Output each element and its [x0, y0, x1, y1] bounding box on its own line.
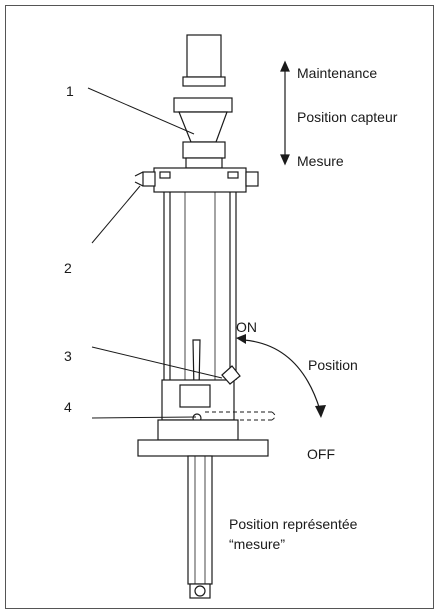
leader-2	[91, 185, 141, 244]
label-position-capteur: Position capteur	[297, 109, 398, 125]
callout-3: 3	[64, 348, 72, 364]
leader-1	[87, 87, 195, 135]
valve-assembly	[157, 339, 241, 441]
leader-3	[91, 346, 223, 379]
label-mesure: Mesure	[297, 153, 344, 169]
off-arrowhead-icon	[315, 405, 326, 418]
guide-tubes	[163, 192, 237, 380]
top-plate	[134, 167, 259, 193]
position-arrow	[280, 60, 290, 166]
label-position: Position	[308, 357, 358, 373]
label-off: OFF	[307, 446, 335, 462]
on-arrowhead-icon	[236, 334, 246, 344]
sensor-head	[173, 34, 233, 169]
lever-off-dashed	[205, 411, 276, 421]
leader-4	[91, 416, 197, 419]
callout-1: 1	[66, 83, 74, 99]
flange	[137, 439, 269, 457]
figure-border	[5, 5, 434, 609]
callout-2: 2	[64, 260, 72, 276]
caption-line-1: Position représentée	[229, 516, 358, 532]
probe-tube	[187, 455, 213, 599]
label-maintenance: Maintenance	[297, 65, 377, 81]
caption-line-2: “mesure”	[229, 536, 285, 552]
callout-4: 4	[64, 399, 72, 415]
label-on: ON	[236, 319, 257, 335]
callout-leaders	[87, 87, 223, 419]
on-off-arrow	[243, 339, 321, 411]
